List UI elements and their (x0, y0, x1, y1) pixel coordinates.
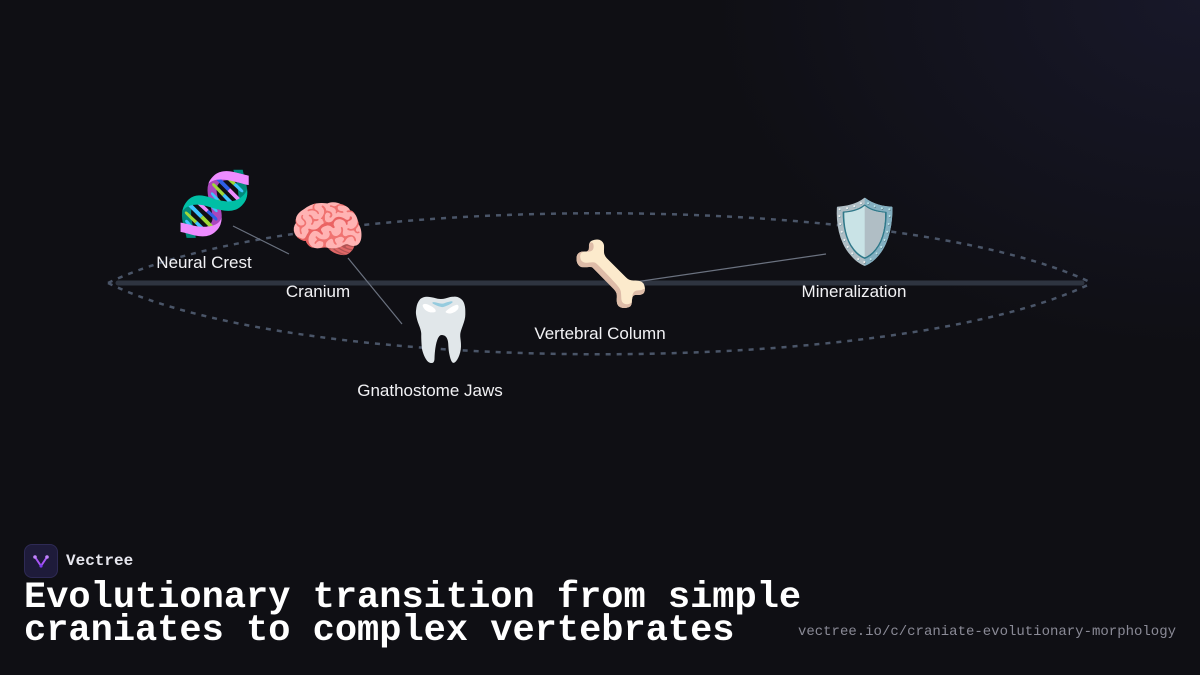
brain-icon: 🧠 (289, 193, 367, 266)
node-label-cranium: Cranium (285, 282, 351, 301)
brand-name: Vectree (66, 552, 134, 570)
node-label-neural-crest: Neural Crest (156, 253, 252, 272)
dna-icon: 🧬 (176, 167, 254, 240)
ellipse-lower-arc (107, 281, 1093, 356)
shield-icon: 🛡️ (826, 195, 904, 268)
connector-neural-crest-cranium (232, 225, 290, 255)
connector-cranium-jaws (347, 257, 403, 325)
vectree-logo-icon (24, 544, 58, 578)
page-title: Evolutionary transition from simple cran… (24, 577, 802, 652)
source-url: vectree.io/c/craniate-evolutionary-morph… (797, 624, 1176, 640)
bone-icon: 🦴 (572, 237, 650, 310)
node-label-vertebral-column: Vertebral Column (534, 324, 666, 343)
node-label-gnathostome-jaws: Gnathostome Jaws (357, 381, 503, 400)
ellipse-upper-arc (107, 212, 1093, 285)
brand: Vectree (24, 544, 133, 578)
connector-vertebral-mineralization (627, 253, 827, 284)
tooth-icon: 🦷 (402, 293, 480, 366)
node-label-mineralization: Mineralization (801, 282, 907, 301)
